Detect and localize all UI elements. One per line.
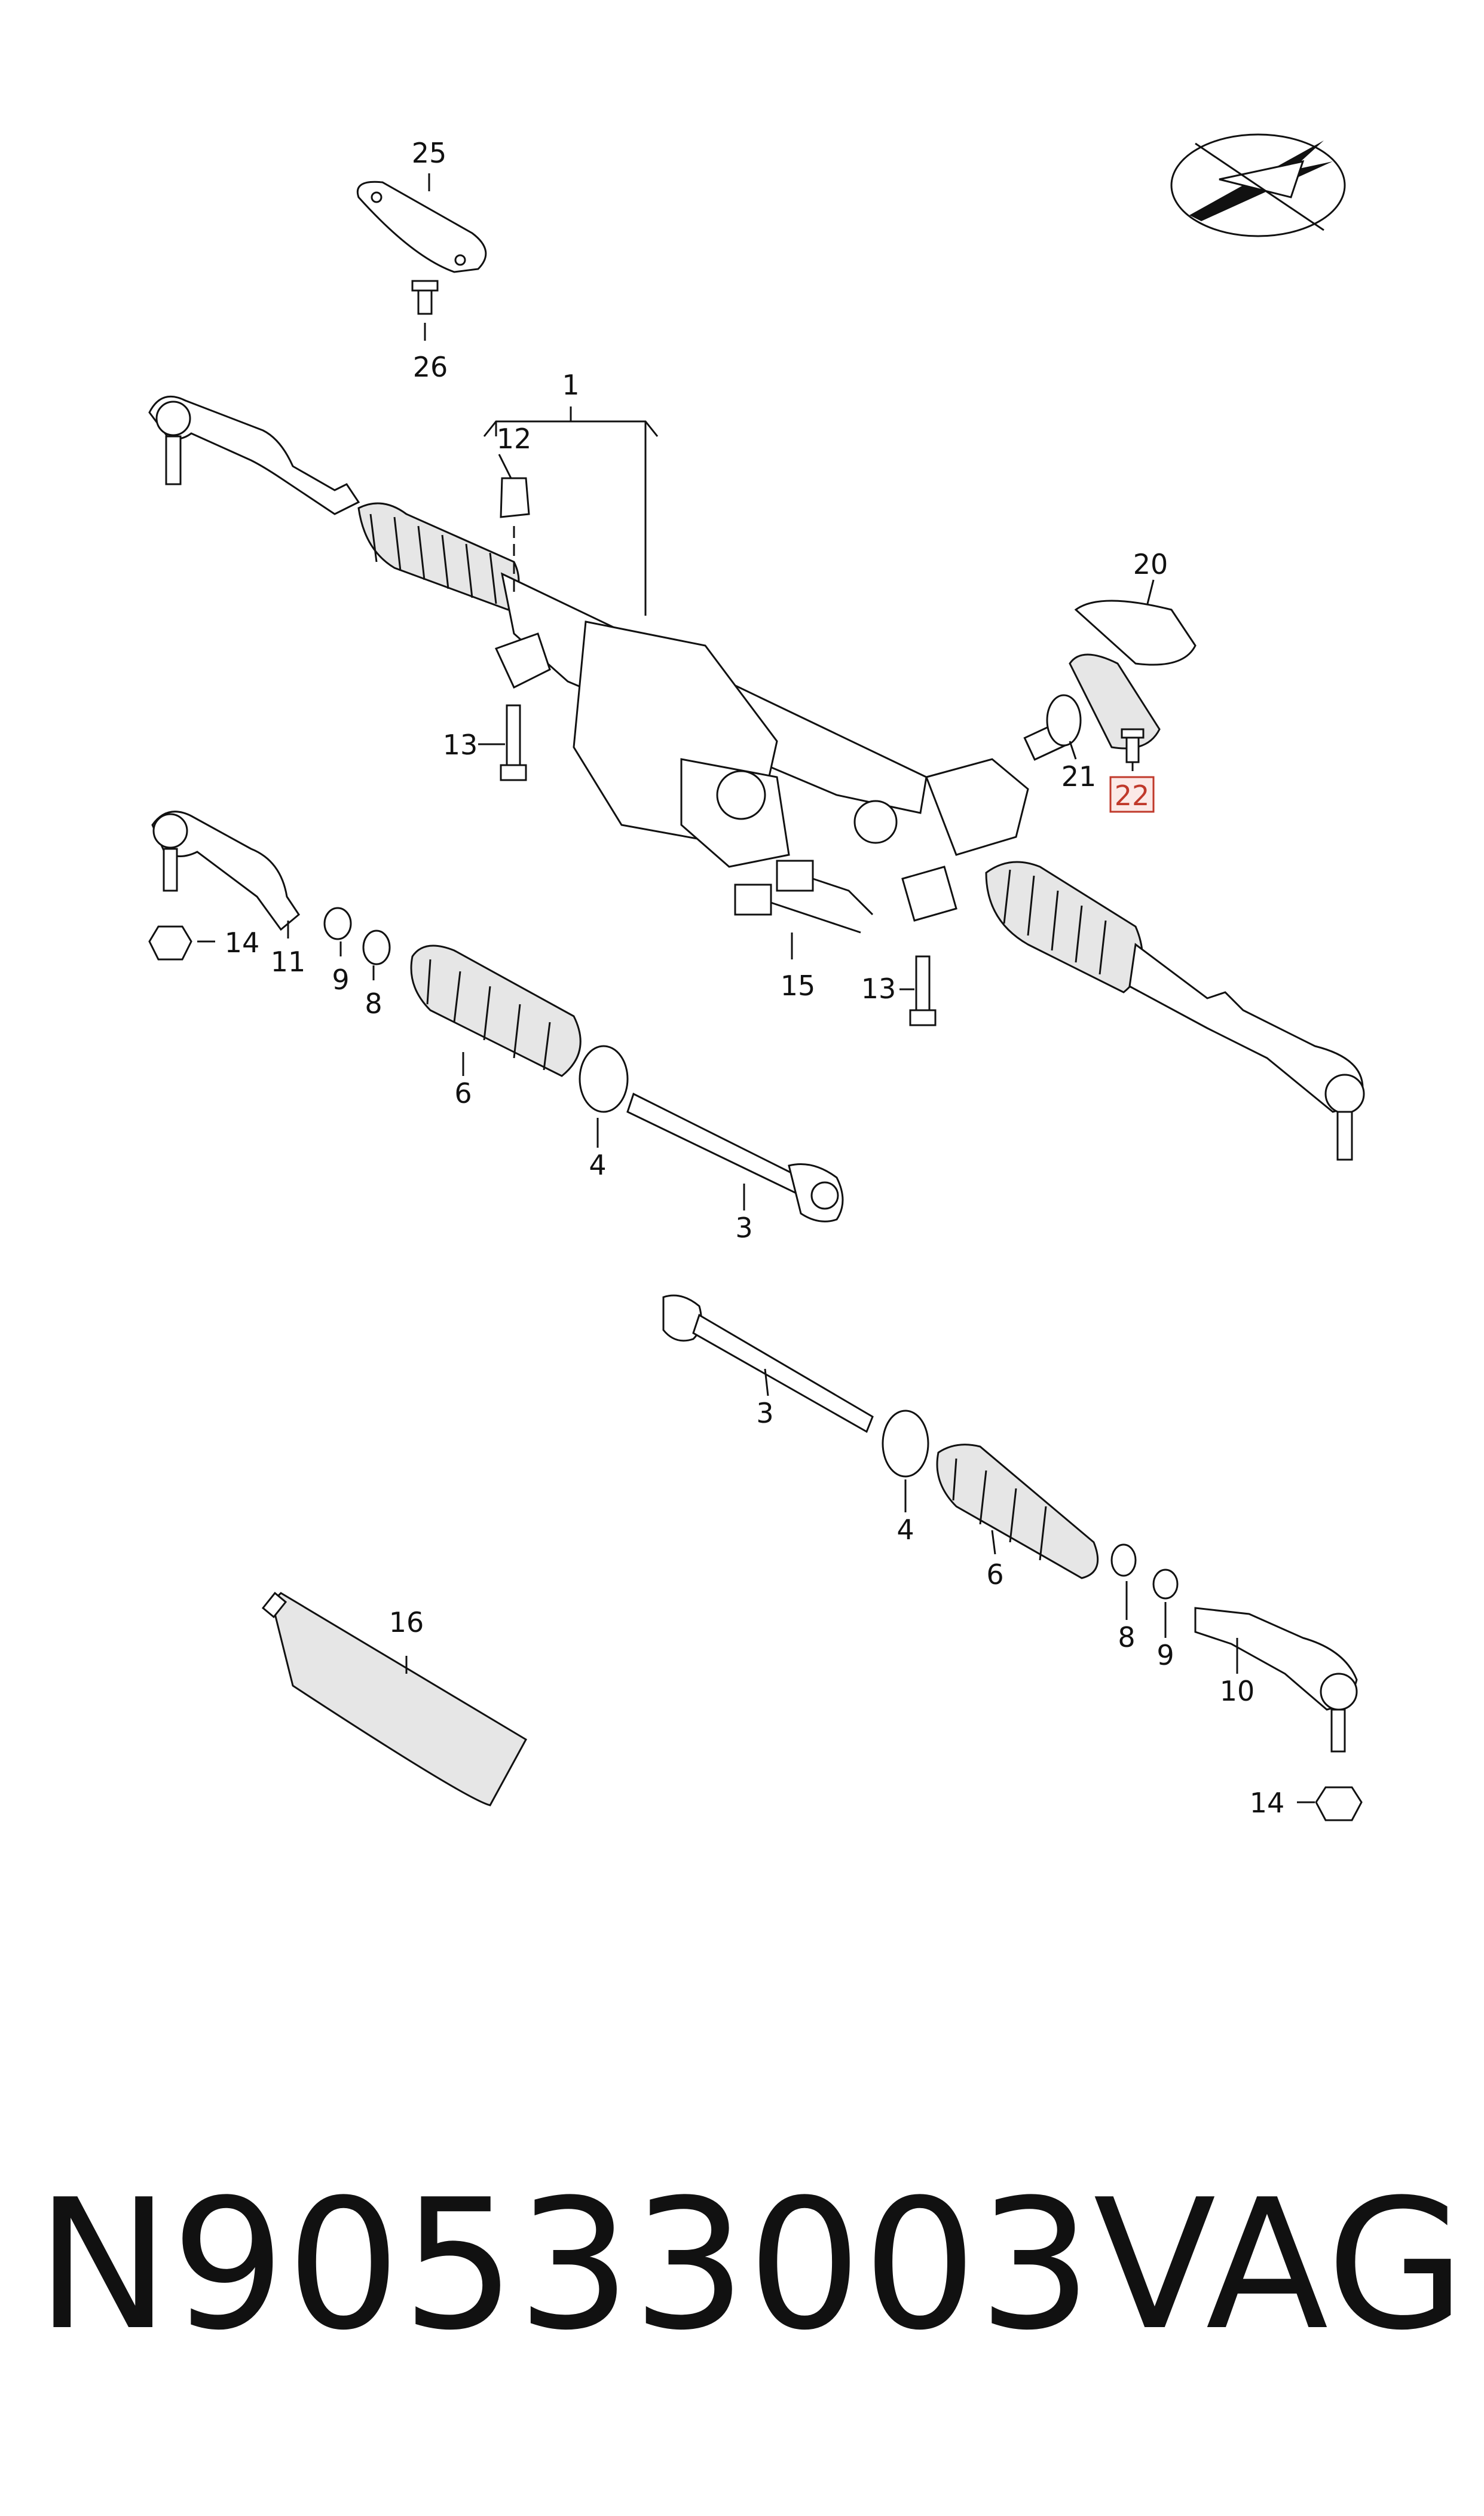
leader-lines xyxy=(197,454,1315,1803)
callout-11: 11 xyxy=(271,946,306,978)
callout-13-upper: 13 xyxy=(443,729,478,761)
callout-4-left: 4 xyxy=(589,1149,606,1181)
callout-14-right: 14 xyxy=(1250,1787,1285,1819)
callout-3-left: 3 xyxy=(735,1212,752,1244)
callout-21: 21 xyxy=(1061,760,1097,793)
part-1-bracket xyxy=(483,406,659,616)
part-3-inner-tie-rod-right xyxy=(662,1294,874,1433)
callout-12: 12 xyxy=(497,423,532,455)
callout-15: 15 xyxy=(781,970,816,1002)
part-16-grease-tube xyxy=(261,1591,528,1806)
part-11-tie-rod-end-left xyxy=(148,811,300,961)
callout-22-highlight xyxy=(1109,776,1155,813)
part-9-nut-right xyxy=(1152,1569,1179,1600)
part-25-shield-plate xyxy=(357,173,487,273)
callout-9-left: 9 xyxy=(332,964,349,996)
callout-13-lower: 13 xyxy=(861,973,896,1005)
callout-26: 26 xyxy=(413,351,448,383)
part-22-bolt xyxy=(1121,728,1145,763)
orientation-logo xyxy=(1170,133,1346,237)
callout-22: 22 xyxy=(1115,779,1150,812)
part-26-bolt xyxy=(411,280,439,341)
part-8-clamp-right xyxy=(1110,1543,1137,1577)
callout-16: 16 xyxy=(389,1606,424,1638)
callout-10: 10 xyxy=(1220,1675,1255,1707)
callout-20: 20 xyxy=(1133,548,1168,580)
steering-rack-assembly xyxy=(148,395,1365,1161)
part-6-boot-left xyxy=(410,944,582,1077)
part-8-clamp-left xyxy=(362,930,391,965)
part-6-boot-right xyxy=(936,1444,1099,1579)
callout-9-right: 9 xyxy=(1156,1639,1174,1671)
callout-1: 1 xyxy=(562,369,579,401)
part-10-tie-rod-end-right xyxy=(1194,1607,1363,1821)
callout-8-right: 8 xyxy=(1118,1621,1135,1653)
part-20-dust-boot xyxy=(1069,600,1197,750)
callout-6-right: 6 xyxy=(986,1558,1003,1591)
callout-6-left: 6 xyxy=(454,1077,472,1109)
part-4-clamp-ring-right xyxy=(882,1410,929,1478)
callout-3-right: 3 xyxy=(756,1397,773,1429)
part-number: N90533003 xyxy=(36,2161,1094,2370)
part-21-seal-ring xyxy=(1046,694,1082,747)
brand-name: VAG xyxy=(1093,2161,1467,2370)
footer: N90533003 VAG xyxy=(36,2152,1465,2379)
steering-rack-exploded-diagram: 25 26 1 12 20 13 21 22 14 11 9 8 15 13 6… xyxy=(148,133,1365,1821)
callout-8-left: 8 xyxy=(365,988,382,1020)
callout-25: 25 xyxy=(412,137,447,169)
part-3-inner-tie-rod-left xyxy=(626,1092,844,1222)
part-9-nut-left xyxy=(323,907,352,940)
callout-14-left: 14 xyxy=(225,927,260,959)
part-4-clamp-ring-left xyxy=(579,1045,629,1113)
callout-4-right: 4 xyxy=(896,1514,914,1546)
